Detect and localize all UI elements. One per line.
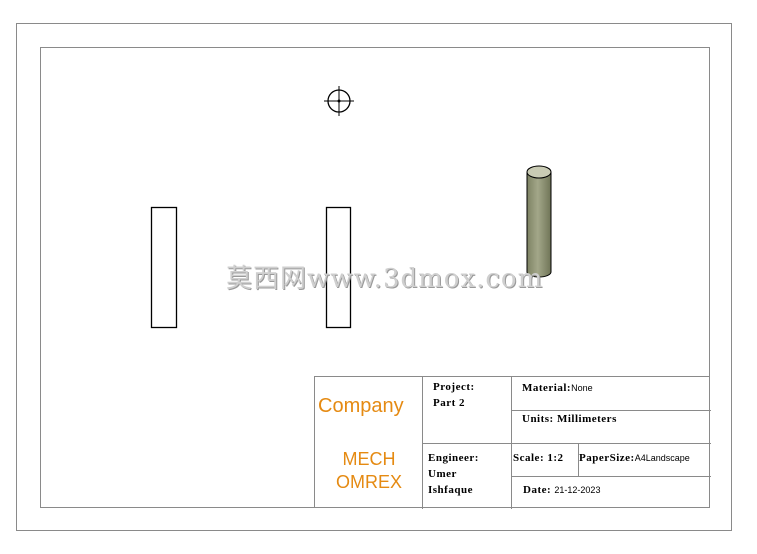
project-label: Project:	[433, 381, 475, 393]
material-value: None	[571, 383, 593, 393]
material-field: Material:None	[522, 382, 593, 394]
units-value: Millimeters	[556, 413, 617, 425]
engineer-value-line1: Umer	[428, 468, 457, 480]
material-label: Material:	[522, 382, 572, 394]
papersize-field: PaperSize:A4Landscape	[579, 452, 690, 464]
scale-value: 1:2	[547, 452, 564, 464]
engineer-value-line2: Ishfaque	[428, 484, 473, 496]
project-value: Part 2	[433, 397, 466, 409]
date-label: Date:	[523, 484, 552, 496]
scale-field: Scale: 1:2	[513, 452, 564, 464]
units-field: Units: Millimeters	[522, 413, 617, 425]
company-label: Company	[318, 395, 404, 417]
sheet-outer-border	[16, 23, 732, 531]
papersize-label: PaperSize:	[579, 452, 635, 464]
watermark-text: 莫西网www.3dmox.com	[226, 264, 544, 294]
company-name-line1: MECH	[342, 449, 396, 469]
scale-label: Scale:	[513, 452, 545, 464]
papersize-value: A4Landscape	[634, 453, 690, 463]
engineer-label: Engineer:	[428, 452, 479, 464]
units-label: Units:	[522, 413, 554, 425]
crosshair-symbol-icon	[324, 86, 354, 116]
isometric-cylinder-view	[526, 165, 552, 278]
date-field: Date: 21-12-2023	[523, 484, 600, 496]
title-block: Company MECH OMREX Project: Part 2 Mater…	[314, 376, 711, 509]
date-value: 21-12-2023	[554, 485, 601, 495]
side-view-rect	[325, 206, 352, 329]
front-view-rect	[150, 206, 178, 329]
company-name-line2: OMREX	[335, 472, 402, 492]
